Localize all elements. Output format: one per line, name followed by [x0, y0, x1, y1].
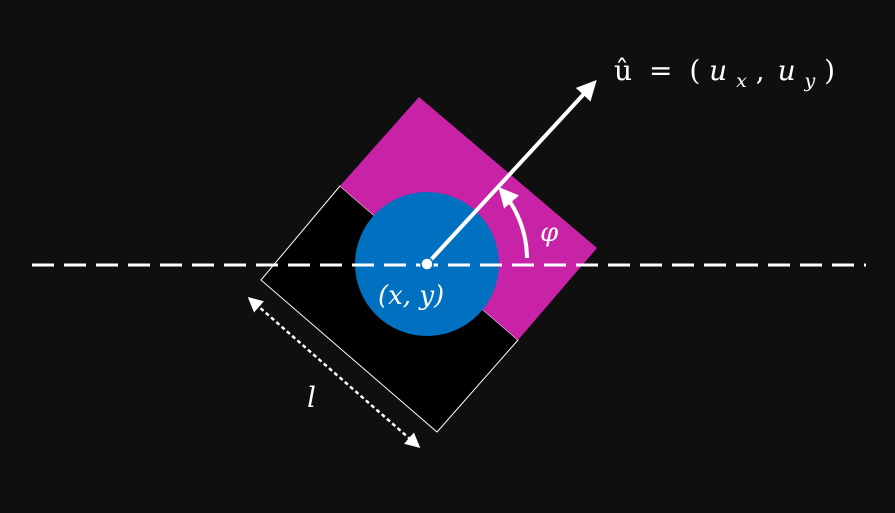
vector-label: û = ( u x , u y ) — [614, 54, 835, 94]
position-label: (x, y) — [378, 281, 444, 311]
angle-arc — [498, 186, 529, 259]
center-point — [420, 257, 434, 271]
orientation-vector-arrow — [425, 80, 597, 266]
side-length-arrow — [247, 297, 421, 448]
length-label: l — [307, 381, 316, 414]
angle-label: φ — [540, 218, 559, 248]
